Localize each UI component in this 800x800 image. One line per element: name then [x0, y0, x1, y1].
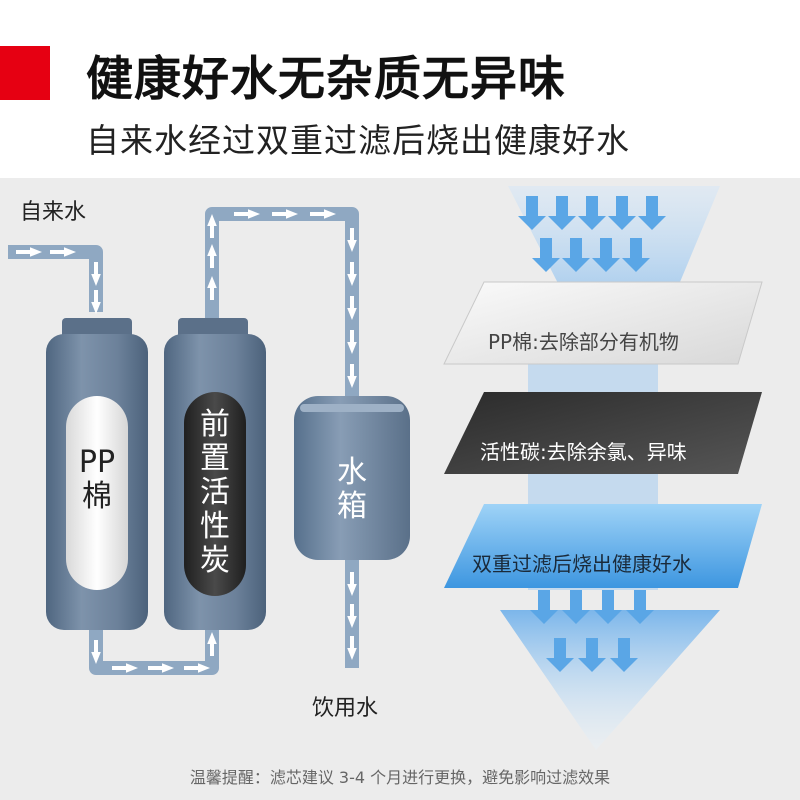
- layer-activated-carbon: [444, 392, 762, 474]
- layer-pp-cotton: [443, 281, 763, 365]
- inlet-label: 自来水: [20, 200, 87, 225]
- pp-layer-caption: PP棉:去除部分有机物: [488, 330, 679, 354]
- water-tank: [294, 396, 410, 560]
- pp-filter-cartridge: [46, 318, 148, 630]
- result-layer-caption: 双重过滤后烧出健康好水: [472, 552, 692, 576]
- carbon-filter-cartridge: [164, 318, 266, 630]
- page-title: 健康好水无杂质无异味: [86, 52, 566, 107]
- carbon-layer-caption: 活性碳:去除余氯、异味: [480, 440, 687, 464]
- carbon-filter-label: 前 置 活 性 炭: [200, 407, 230, 578]
- flow-arrows: [16, 209, 357, 673]
- title-accent-block: [0, 46, 50, 100]
- down-arrows: [518, 196, 666, 672]
- page-subtitle: 自来水经过双重过滤后烧出健康好水: [86, 121, 630, 160]
- layer-clean-water: [444, 504, 762, 588]
- footer-tip: 温馨提醒：滤芯建议 3-4 个月进行更换，避免影响过滤效果: [189, 768, 611, 787]
- outlet-label: 饮用水: [312, 696, 379, 721]
- filtration-diagram: [8, 186, 763, 750]
- tank-label: 水 箱: [337, 455, 367, 524]
- pp-filter-label: PP 棉: [78, 445, 116, 514]
